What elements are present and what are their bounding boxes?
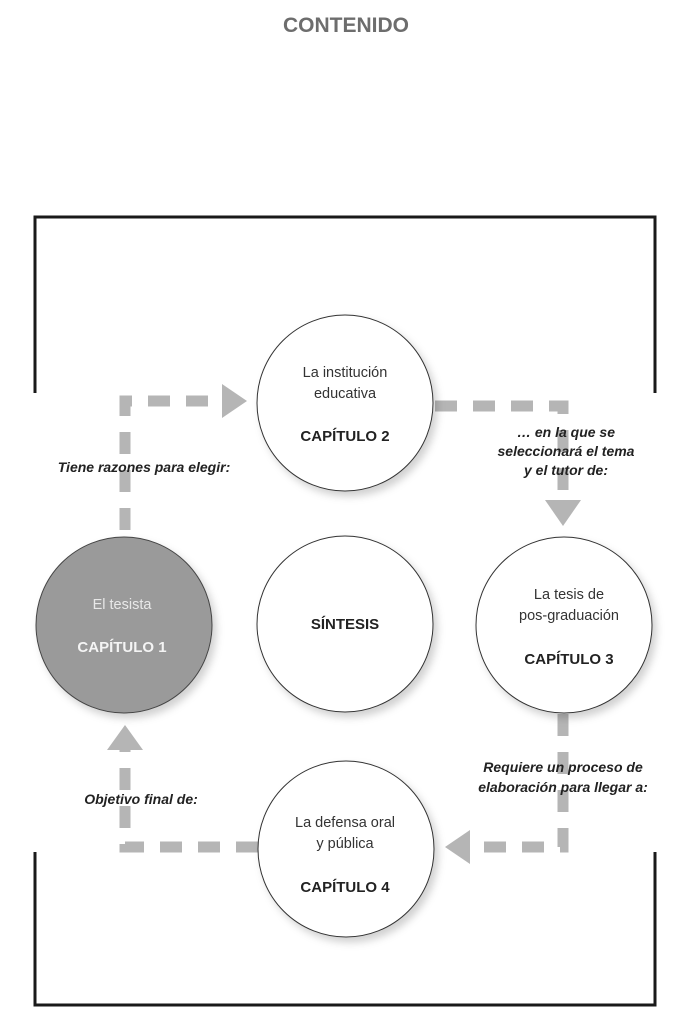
connector-label: Objetivo final de: — [84, 791, 198, 807]
arrow-c2-to-c3 — [435, 400, 581, 526]
connector-label: elaboración para llegar a: — [478, 779, 648, 795]
node-chapter-2: La institución educativa CAPÍTULO 2 — [256, 314, 434, 492]
frame-bottom — [33, 852, 657, 1007]
node-chapter-3: La tesis de pos-graduación CAPÍTULO 3 — [475, 536, 653, 714]
node-label: La defensa oral — [295, 815, 395, 831]
node-label: educativa — [314, 386, 377, 402]
node-chapter-4: La defensa oral y pública CAPÍTULO 4 — [257, 760, 435, 938]
node-label: pos-graduación — [519, 608, 619, 624]
node-label: y pública — [316, 836, 374, 852]
chapter-label: CAPÍTULO 4 — [300, 879, 390, 896]
arrow-c3-to-c4 — [445, 714, 569, 864]
node-label: La tesis de — [534, 587, 604, 603]
connector-label: Requiere un proceso de — [483, 759, 643, 775]
connector-label: … en la que se — [517, 424, 615, 440]
arrow-right-icon — [222, 384, 247, 418]
node-label: La institución — [303, 365, 388, 381]
arrow-c1-to-c2 — [119, 384, 247, 530]
chapter-label: CAPÍTULO 3 — [524, 651, 613, 668]
node-synthesis: SÍNTESIS — [256, 535, 434, 713]
frame-top — [33, 215, 657, 393]
connector-label: Tiene razones para elegir: — [58, 459, 230, 475]
connector-label: y el tutor de: — [523, 462, 608, 478]
synthesis-label: SÍNTESIS — [311, 616, 379, 633]
node-chapter-1: El tesista CAPÍTULO 1 — [35, 536, 213, 714]
connector-label: seleccionará el tema — [498, 443, 635, 459]
arrow-up-icon — [107, 725, 143, 750]
chapter-label: CAPÍTULO 2 — [300, 428, 389, 445]
chapter-label: CAPÍTULO 1 — [77, 639, 166, 656]
arrow-c4-to-c1 — [107, 725, 258, 853]
page-title: CONTENIDO — [283, 14, 409, 37]
arrow-left-icon — [445, 830, 470, 864]
node-label: El tesista — [93, 597, 153, 613]
arrow-down-icon — [545, 500, 581, 526]
